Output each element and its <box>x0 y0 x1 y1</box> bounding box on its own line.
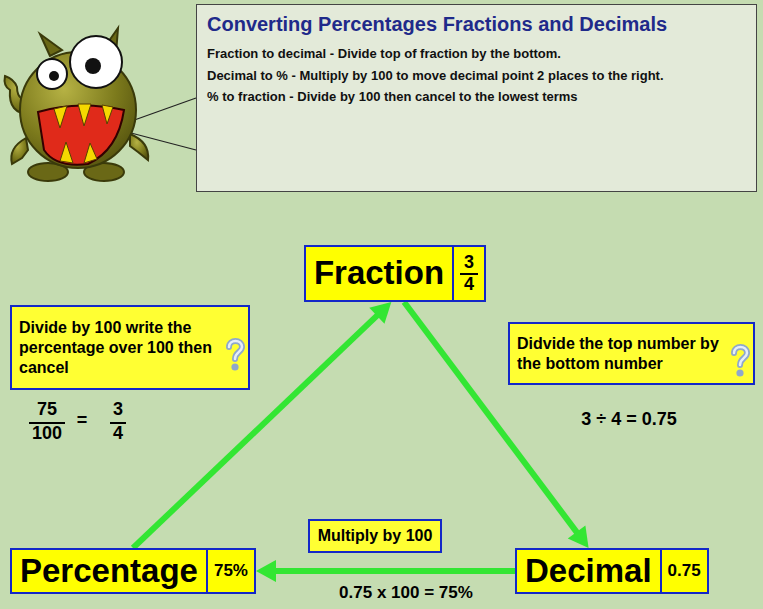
box-name: Percentage <box>12 550 206 592</box>
method-callout: Divide by 100 write the percentage over … <box>10 305 250 390</box>
question-dot <box>231 363 238 370</box>
monster-arm <box>130 134 148 160</box>
callout-text: Multiply by 100 <box>318 526 433 546</box>
monster-tooth <box>54 106 67 128</box>
fraction-numerator: 75 <box>34 400 60 420</box>
monster-tooth <box>84 143 97 163</box>
equals-sign: = <box>74 411 91 431</box>
numerator: 3 <box>460 253 478 273</box>
worked-example: 0.75 x 100 = 75% <box>339 584 473 603</box>
monster-eye <box>70 36 122 88</box>
monster-tooth <box>102 105 113 124</box>
fraction-denominator: 100 <box>29 422 65 444</box>
question-icon <box>728 342 752 378</box>
arrow-head <box>256 560 276 582</box>
monster-tooth <box>60 142 73 163</box>
question-icon <box>223 336 247 372</box>
arrow-head <box>568 525 589 548</box>
heading-text: Converting Percentages Fractions and Dec… <box>207 12 746 36</box>
callout-text: Didvide the top number by the bottom num… <box>517 334 723 374</box>
question-dot <box>736 369 743 376</box>
arrow-shaft <box>274 568 515 574</box>
value-text: 75% <box>214 561 248 581</box>
decimal-box: Decimal 0.75 <box>515 548 709 594</box>
worked-example: 3 ÷ 4 = 0.75 <box>581 409 676 431</box>
method-callout: Multiply by 100 <box>308 519 443 553</box>
question-shine <box>229 341 242 359</box>
fraction-denominator: 4 <box>110 422 126 444</box>
flow-arrow <box>256 560 515 582</box>
question-shine <box>734 347 747 365</box>
arrow-head <box>369 302 391 324</box>
monster-horn <box>40 34 62 56</box>
question-hook <box>734 347 747 365</box>
box-name: Fraction <box>306 247 452 300</box>
method-callout: Didvide the top number by the bottom num… <box>508 322 755 385</box>
percentage-box: Percentage 75% <box>10 548 256 594</box>
rule-text: % to fraction - Divide by 100 then cance… <box>207 88 746 106</box>
fraction-box: Fraction34 <box>304 245 486 302</box>
monster-eye <box>37 59 67 89</box>
value-box: 75% <box>206 548 256 594</box>
info-box: Converting Percentages Fractions and Dec… <box>196 4 757 192</box>
value-box: 34 <box>452 245 486 302</box>
fraction-numerator: 3 <box>110 400 126 420</box>
monster-pupil <box>85 58 101 74</box>
monster-pupil <box>49 71 59 81</box>
question-hook <box>229 341 242 359</box>
rule-text: Fraction to decimal - Divide top of frac… <box>207 45 746 63</box>
callout-text: Divide by 100 write the percentage over … <box>19 318 218 378</box>
monster-tooth <box>78 104 91 126</box>
denominator: 4 <box>460 273 478 295</box>
box-name: Decimal <box>517 550 660 592</box>
value-text: 0.75 <box>668 561 701 581</box>
monster-arm <box>11 138 28 164</box>
rule-text: Decimal to % - Multiply by 100 to move d… <box>207 67 746 85</box>
value-box: 0.75 <box>660 548 709 594</box>
